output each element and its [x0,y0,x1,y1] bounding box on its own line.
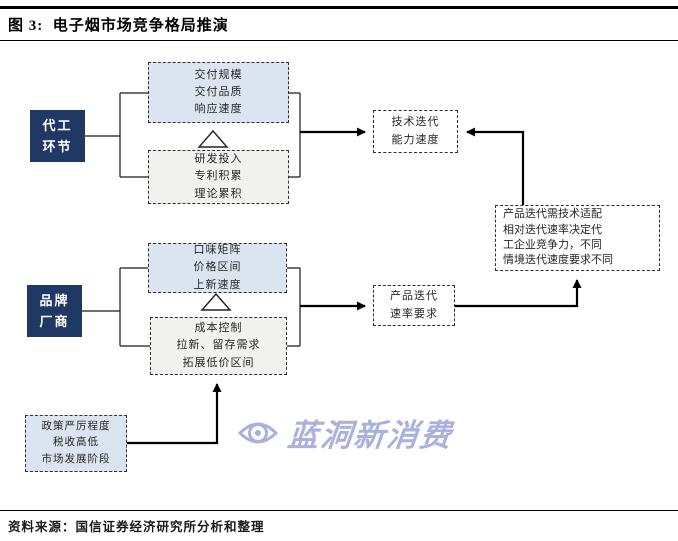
oem-segment-label: 代工 环节 [30,110,85,162]
policy-drivers-box: 政策严厉程度 税收高低 市场发展阶段 [25,415,127,472]
watermark-text: 蓝洞新消费 [285,418,455,453]
watermark: 蓝洞新消费 [238,410,455,455]
brand-segment-label: 品牌 厂商 [27,285,82,337]
source-text: 资料来源：国信证券经济研究所分析和整理 [8,520,265,534]
oem-foundation-box: 研发投入 专利积累 理论累积 [148,150,289,204]
blue-hole-eye-icon [238,422,278,443]
title-divider-rule [0,40,678,41]
brand-capability-box: 口味矩阵 价格区间 上新速度 [148,243,287,293]
footer-rule [0,510,678,511]
figure-title: 图 3: 电子烟市场竞争格局推演 [8,18,229,34]
oem-capability-box: 交付规模 交付品质 响应速度 [148,62,289,123]
delta-triangle-oem [197,129,229,148]
brand-foundation-box: 成本控制 拉新、留存需求 拓展低价区间 [150,317,287,375]
figure-top-rule [0,6,678,9]
conclusion-box: 产品迭代需技术适配 相对迭代速率决定代 工企业竞争力，不同 情境迭代速度要求不同 [495,205,660,271]
delta-triangle-brand [200,292,232,311]
tech-iteration-box: 技术迭代 能力速度 [373,110,458,153]
product-iteration-box: 产品迭代 速率要求 [373,285,455,326]
